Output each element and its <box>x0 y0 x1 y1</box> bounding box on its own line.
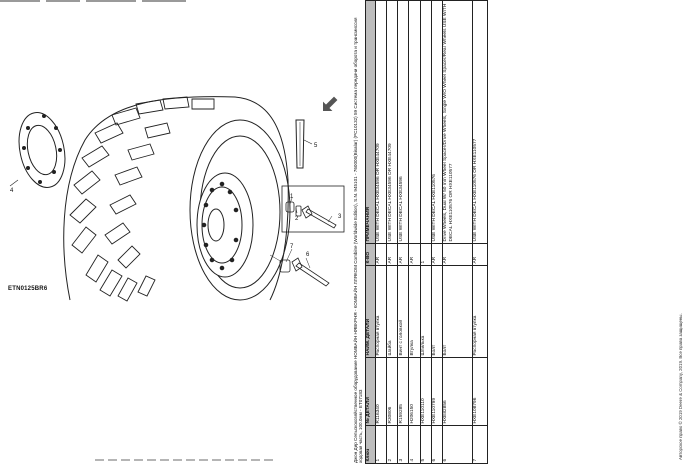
col-key: Ключ <box>365 425 376 464</box>
cell-notes: USE WITH DECAL HXE34596 OR HXE44709 <box>386 0 398 244</box>
rim <box>196 172 254 278</box>
top-text-fragment <box>0 0 200 3</box>
bottom-text-fragment <box>95 459 275 461</box>
cell-key: 6 <box>442 425 473 464</box>
cell-part: R116340 <box>375 357 387 426</box>
cell-key: 4 <box>408 425 421 464</box>
cell-qty: AR <box>431 243 443 266</box>
cell-name: Шайба <box>386 265 398 358</box>
parts-table-panel: Джон Дир Сельскохозяйственное оборудован… <box>352 0 530 465</box>
callout-1: 1 <box>290 194 294 200</box>
table-header-row: Ключ № ДЕТАЛИ НАИМ. ДЕТАЛИ К-ВО ПРИМЕЧАН… <box>365 0 376 464</box>
callout-7: 7 <box>290 244 294 250</box>
table-row: 7 HXE108796 Распорная втулка AR USE WITH… <box>472 0 488 464</box>
cell-name: Втулка <box>408 265 421 358</box>
col-notes: ПРИМЕЧАНИЯ <box>365 0 376 244</box>
cell-part: H206150 <box>408 357 421 426</box>
cell-name: Винт с головкой <box>397 265 409 358</box>
table-row: 6 HXE110799 Болт AR USE WITH DECAL HXE11… <box>431 0 443 464</box>
callout-2: 2 <box>295 216 299 222</box>
cell-qty: AR <box>472 243 488 266</box>
cell-qty: AR <box>375 243 387 266</box>
drawing-code: ETN0125BR6 <box>8 286 48 292</box>
cell-qty: AR <box>386 243 398 266</box>
stud <box>295 119 313 169</box>
table-row: 4 H206150 Втулка AR <box>408 0 421 464</box>
callout-5: 5 <box>314 143 318 149</box>
cell-qty: AR <box>408 243 421 266</box>
wheel-parts-diagram: 1 2 3 4 5 6 7 <box>9 96 345 302</box>
cell-part: HXE108796 <box>472 357 488 426</box>
cell-part: R159285 <box>397 357 409 426</box>
table-row: 3 R159285 Винт с головкой AR USE WITH DE… <box>397 0 409 464</box>
spacer-ring <box>9 112 66 188</box>
table-row: 2 R30806 Шайба AR USE WITH DECAL HXE3459… <box>386 0 398 464</box>
cell-name: Шпилька <box>420 265 432 358</box>
table-row: 6 HXE82856 Болт AR Drive Wheels, Dual W/… <box>442 0 473 464</box>
cell-name: Болт <box>431 265 443 358</box>
copyright-panel: Авторское право © 2019 Deere & Company, … <box>668 240 683 460</box>
cell-name: Болт <box>442 265 473 358</box>
cell-name: Распорная втулка <box>375 265 387 358</box>
cell-part: R30806 <box>386 357 398 426</box>
table-row: 1 R116340 Распорная втулка AR USE WITH D… <box>375 0 387 464</box>
hardware-box <box>281 185 345 233</box>
copyright-text: Авторское право © 2019 Deere & Company, … <box>678 313 683 460</box>
cell-notes: USE WITH DECAL HXE34596 <box>397 0 409 244</box>
parts-table: Ключ № ДЕТАЛИ НАИМ. ДЕТАЛИ К-ВО ПРИМЕЧАН… <box>365 0 488 464</box>
tire <box>63 96 291 302</box>
cell-key: 6 <box>431 425 443 464</box>
cell-key: 3 <box>397 425 409 464</box>
cell-qty: AR <box>397 243 409 266</box>
cell-key: 1 <box>375 425 387 464</box>
cell-name: Распорная втулка <box>472 265 488 358</box>
callout-3: 3 <box>338 214 342 220</box>
col-part-name: НАИМ. ДЕТАЛИ <box>365 265 376 358</box>
cell-notes: Drive Wheels, Dual W/ 50 mm Wheel Spacer… <box>442 0 473 244</box>
cell-notes: USE WITH DECAL HXE110576 <box>431 0 443 244</box>
cell-notes <box>408 0 421 244</box>
table-row: 5 HXE110110 Шпилька 1 <box>420 0 432 464</box>
cell-notes <box>420 0 432 244</box>
cell-key: 5 <box>420 425 432 464</box>
cell-part: HXE110110 <box>420 357 432 426</box>
col-part-number: № ДЕТАЛИ <box>365 357 376 426</box>
cell-qty: 1 <box>420 243 432 266</box>
col-qty: К-ВО <box>365 243 376 266</box>
cell-notes: USE WITH DECAL HXE34596 OR HXE44709 <box>375 0 387 244</box>
direction-arrow <box>323 96 338 111</box>
table-header-line-2: ходовая часть, 100.0мм - ЕТ07183 <box>358 389 364 463</box>
cell-key: 7 <box>472 425 488 464</box>
callout-6: 6 <box>306 252 310 258</box>
cell-part: HXE110799 <box>431 357 443 426</box>
cell-key: 2 <box>386 425 398 464</box>
cell-part: HXE82856 <box>442 357 473 426</box>
cell-notes: USE WITH DECAL HXE110576 OR HXE110577 <box>472 0 488 244</box>
cell-qty: AR <box>442 243 473 266</box>
callout-4: 4 <box>10 188 14 194</box>
lower-hardware <box>269 254 330 287</box>
